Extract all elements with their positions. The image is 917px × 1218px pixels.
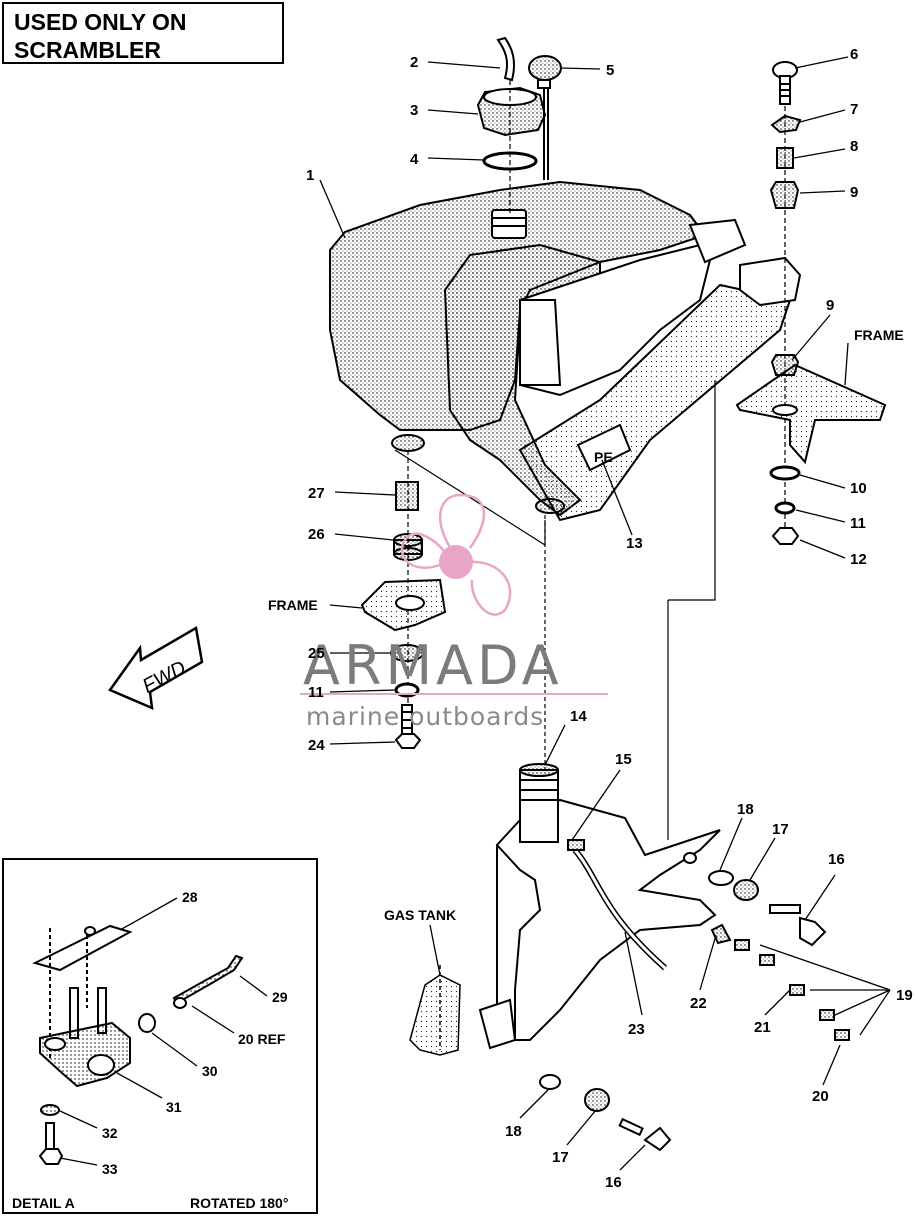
callout-25: 25 <box>308 645 325 662</box>
detail-title: DETAIL A <box>12 1195 75 1211</box>
detail-callout-32: 32 <box>102 1125 118 1141</box>
callout-2: 2 <box>410 54 419 71</box>
decal-plate: PE <box>576 423 632 472</box>
callout-4: 4 <box>410 151 419 168</box>
detail-callout-33: 33 <box>102 1161 118 1177</box>
callout-8: 8 <box>850 138 859 155</box>
callout-24: 24 <box>308 737 325 754</box>
leader-lines <box>319 56 891 1171</box>
left-frame-bracket <box>360 578 447 632</box>
title-box: USED ONLY ON SCRAMBLER <box>2 2 284 64</box>
frame-label-upper: FRAME <box>854 327 904 343</box>
detail-callout-28: 28 <box>182 889 198 905</box>
detail-a-drawing <box>32 897 268 1166</box>
callout-6: 6 <box>850 46 859 63</box>
detail-clamp-30 <box>138 1013 156 1033</box>
callout-1: 1 <box>306 167 315 184</box>
detail-hose-29 <box>172 954 244 1009</box>
left-spacer-27 <box>395 481 419 511</box>
callout-7: 7 <box>850 101 859 118</box>
callout-19: 19 <box>896 987 913 1004</box>
right-spacer-8 <box>776 147 794 169</box>
detail-a-box: 28 29 20 REF 30 31 32 33 DETAIL A ROTATE… <box>2 858 318 1214</box>
tank-boss-right <box>535 498 565 514</box>
callout-9: 9 <box>850 184 859 201</box>
right-grommet-9 <box>769 181 800 209</box>
callout-21: 21 <box>754 1019 771 1036</box>
frame-label-lower: FRAME <box>268 597 318 613</box>
callout-17b: 17 <box>552 1149 569 1166</box>
callout-15: 15 <box>615 751 632 768</box>
right-nut-12 <box>771 527 800 545</box>
fuel-line-23-inner <box>573 849 666 970</box>
left-bolt-24 <box>394 704 422 749</box>
callout-11b: 11 <box>308 684 324 701</box>
callout-10: 10 <box>850 480 867 497</box>
detail-rotation: ROTATED 180° <box>190 1195 289 1211</box>
callout-20: 20 <box>812 1088 829 1105</box>
callout-18b: 18 <box>505 1123 522 1140</box>
left-washer-25 <box>390 644 424 662</box>
callout-13: 13 <box>626 535 643 552</box>
callout-26: 26 <box>308 526 325 543</box>
callout-12: 12 <box>850 551 867 568</box>
fuel-cap <box>476 86 547 137</box>
svg-text:PE: PE <box>594 449 613 465</box>
callout-27: 27 <box>308 485 325 502</box>
callout-18: 18 <box>737 801 754 818</box>
fwd-arrow-icon <box>108 626 204 711</box>
vent-hose <box>496 36 515 82</box>
callout-5: 5 <box>606 62 615 79</box>
detail-callout-29: 29 <box>272 989 288 1005</box>
hose-clamp-15 <box>567 839 585 851</box>
filler-neck <box>491 209 527 239</box>
gas-tank-body <box>478 763 721 1050</box>
title-line-2: SCRAMBLER <box>14 37 161 63</box>
callout-22: 22 <box>690 995 707 1012</box>
gas-tank-side <box>409 965 461 1056</box>
callout-14: 14 <box>570 708 587 725</box>
callout-23: 23 <box>628 1021 645 1038</box>
callout-3: 3 <box>410 102 419 119</box>
callout-11: 11 <box>850 515 866 532</box>
detail-washer-32 <box>40 1104 60 1116</box>
right-lockwasher-11 <box>774 501 796 515</box>
right-bolt <box>772 61 798 105</box>
callout-17: 17 <box>772 821 789 838</box>
watermark-logo <box>400 493 512 616</box>
detail-callout-30: 30 <box>202 1063 218 1079</box>
bottom-fittings <box>539 1074 672 1152</box>
detail-valve-31 <box>39 987 131 1088</box>
fuel-gauge <box>528 55 562 180</box>
tank-boss-left <box>391 434 425 452</box>
callout-16b: 16 <box>605 1174 622 1191</box>
callout-9b: 9 <box>826 297 835 314</box>
callout-16: 16 <box>828 851 845 868</box>
right-frame-bracket <box>735 363 887 465</box>
right-washer-7 <box>770 114 802 134</box>
detail-screw-33 <box>38 1122 64 1165</box>
gas-tank-label: GAS TANK <box>384 907 457 923</box>
title-line-1: USED ONLY ON <box>14 9 187 35</box>
right-fittings <box>708 870 850 1041</box>
detail-leaders <box>59 897 268 1166</box>
right-washer-10 <box>769 465 801 481</box>
detail-callout-31: 31 <box>166 1099 182 1115</box>
detail-callout-20ref: 20 REF <box>238 1031 286 1047</box>
